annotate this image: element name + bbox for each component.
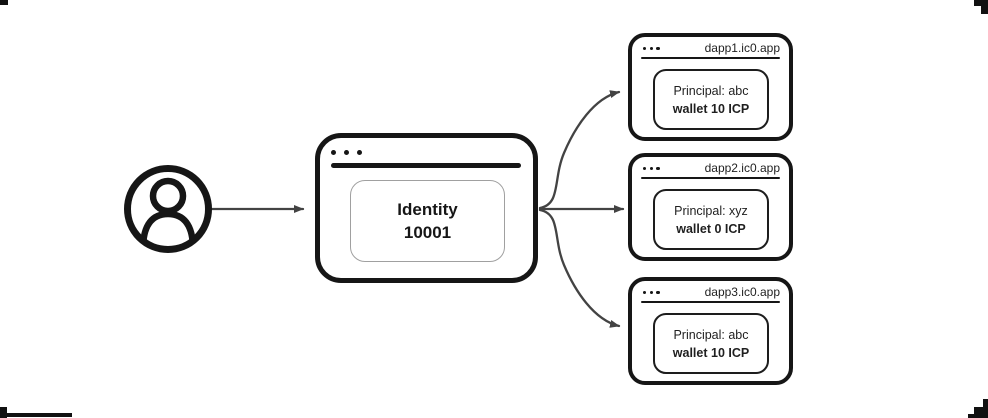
identity-card: Identity 10001 bbox=[350, 180, 505, 262]
window-toolbar-line bbox=[331, 163, 521, 168]
arrow-identity-to-dapp3 bbox=[538, 208, 621, 328]
window-toolbar-line bbox=[641, 176, 780, 180]
principal-card: Principal: abc wallet 10 ICP bbox=[653, 313, 769, 374]
dapp2-browser-window: dapp2.ic0.app Principal: xyz wallet 0 IC… bbox=[628, 153, 793, 261]
identity-number: 10001 bbox=[403, 223, 452, 242]
window-toolbar-line bbox=[641, 300, 780, 304]
principal-text: Principal: abc bbox=[673, 327, 749, 342]
window-dots-icon bbox=[643, 166, 660, 171]
frame-fragment-bottom-left bbox=[7, 413, 72, 417]
principal-card: Principal: xyz wallet 0 ICP bbox=[653, 189, 769, 250]
wallet-text: wallet 0 ICP bbox=[676, 221, 746, 236]
wallet-text: wallet 10 ICP bbox=[672, 101, 750, 116]
principal-text: Principal: abc bbox=[673, 83, 749, 98]
arrow-identity-to-dapp1 bbox=[538, 90, 621, 210]
window-toolbar-line bbox=[641, 56, 780, 60]
user-circle-icon bbox=[124, 165, 212, 253]
wallet-text: wallet 10 ICP bbox=[672, 345, 750, 360]
principal-card: Principal: abc wallet 10 ICP bbox=[653, 69, 769, 130]
window-dots-icon bbox=[643, 290, 660, 295]
frame-fragment-top-left bbox=[0, 0, 8, 5]
dapp-url: dapp1.ic0.app bbox=[704, 41, 780, 55]
frame-fragment-top-right bbox=[981, 0, 988, 14]
frame-fragment-bottom-right bbox=[968, 414, 988, 418]
window-dots-icon bbox=[331, 150, 362, 155]
identity-browser-window: Identity 10001 bbox=[315, 133, 538, 283]
dapp1-browser-window: dapp1.ic0.app Principal: abc wallet 10 I… bbox=[628, 33, 793, 141]
principal-text: Principal: xyz bbox=[674, 203, 748, 218]
dapp-url: dapp2.ic0.app bbox=[704, 161, 780, 175]
identity-label: Identity bbox=[397, 200, 458, 219]
dapp3-browser-window: dapp3.ic0.app Principal: abc wallet 10 I… bbox=[628, 277, 793, 385]
dapp-url: dapp3.ic0.app bbox=[704, 285, 780, 299]
frame-fragment-bottom-left bbox=[0, 407, 7, 418]
frame-fragment-bottom-right bbox=[974, 407, 988, 418]
window-dots-icon bbox=[643, 46, 660, 51]
